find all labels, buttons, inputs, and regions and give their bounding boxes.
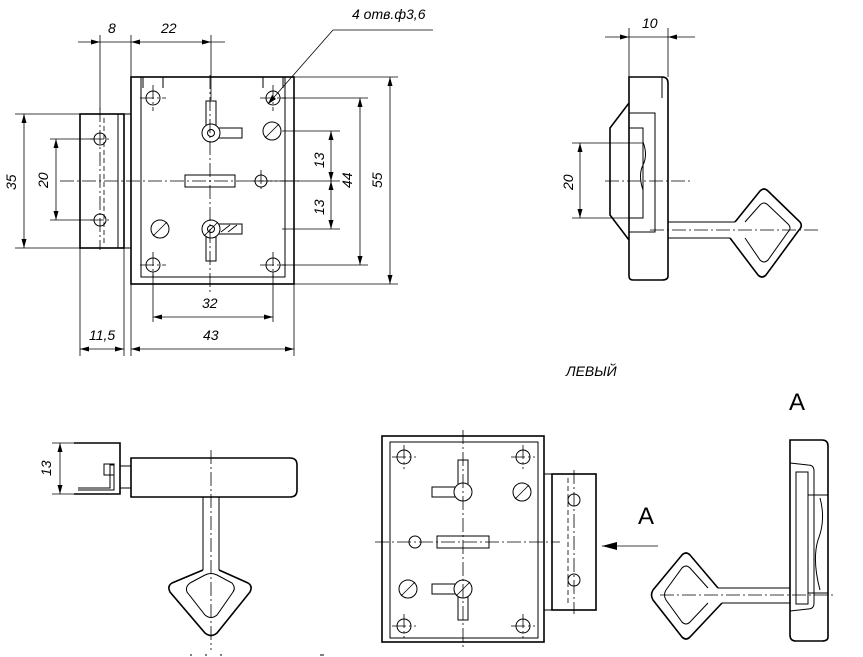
lock-plate <box>130 76 295 285</box>
mounting-holes <box>140 77 286 278</box>
variant-label: ЛЕВЫЙ <box>565 362 618 379</box>
screws <box>150 121 282 239</box>
top-view: 13 <box>38 442 298 650</box>
keyhole-upper <box>201 100 243 143</box>
rear-view: А <box>375 430 658 650</box>
dim-55: 55 <box>369 172 385 188</box>
dim-13-lower: 13 <box>311 199 327 215</box>
view-a: А <box>650 389 835 642</box>
view-arrow-label: А <box>638 503 654 530</box>
dim-43: 43 <box>203 327 219 343</box>
side-view: 10 20 <box>560 15 820 281</box>
dim-32: 32 <box>202 295 218 311</box>
dim-11-5: 11,5 <box>89 327 115 343</box>
dim-20-front: 20 <box>35 172 51 189</box>
view-a-title: А <box>789 389 805 416</box>
dim-44: 44 <box>339 172 355 188</box>
dim-35: 35 <box>3 174 19 190</box>
front-view: 8 22 4 отв.ф3,6 35 20 13 13 <box>3 6 433 356</box>
bolt-plate <box>79 113 125 249</box>
bolt-slot <box>184 174 236 188</box>
dim-22: 22 <box>160 20 177 36</box>
dim-13-top: 13 <box>38 460 54 476</box>
dim-13-upper: 13 <box>311 152 327 168</box>
dim-20-side: 20 <box>560 174 576 191</box>
keyhole-lower <box>201 219 243 262</box>
holes-note: 4 отв.ф3,6 <box>352 6 426 22</box>
dim-8: 8 <box>108 20 116 36</box>
dim-10: 10 <box>642 15 658 31</box>
